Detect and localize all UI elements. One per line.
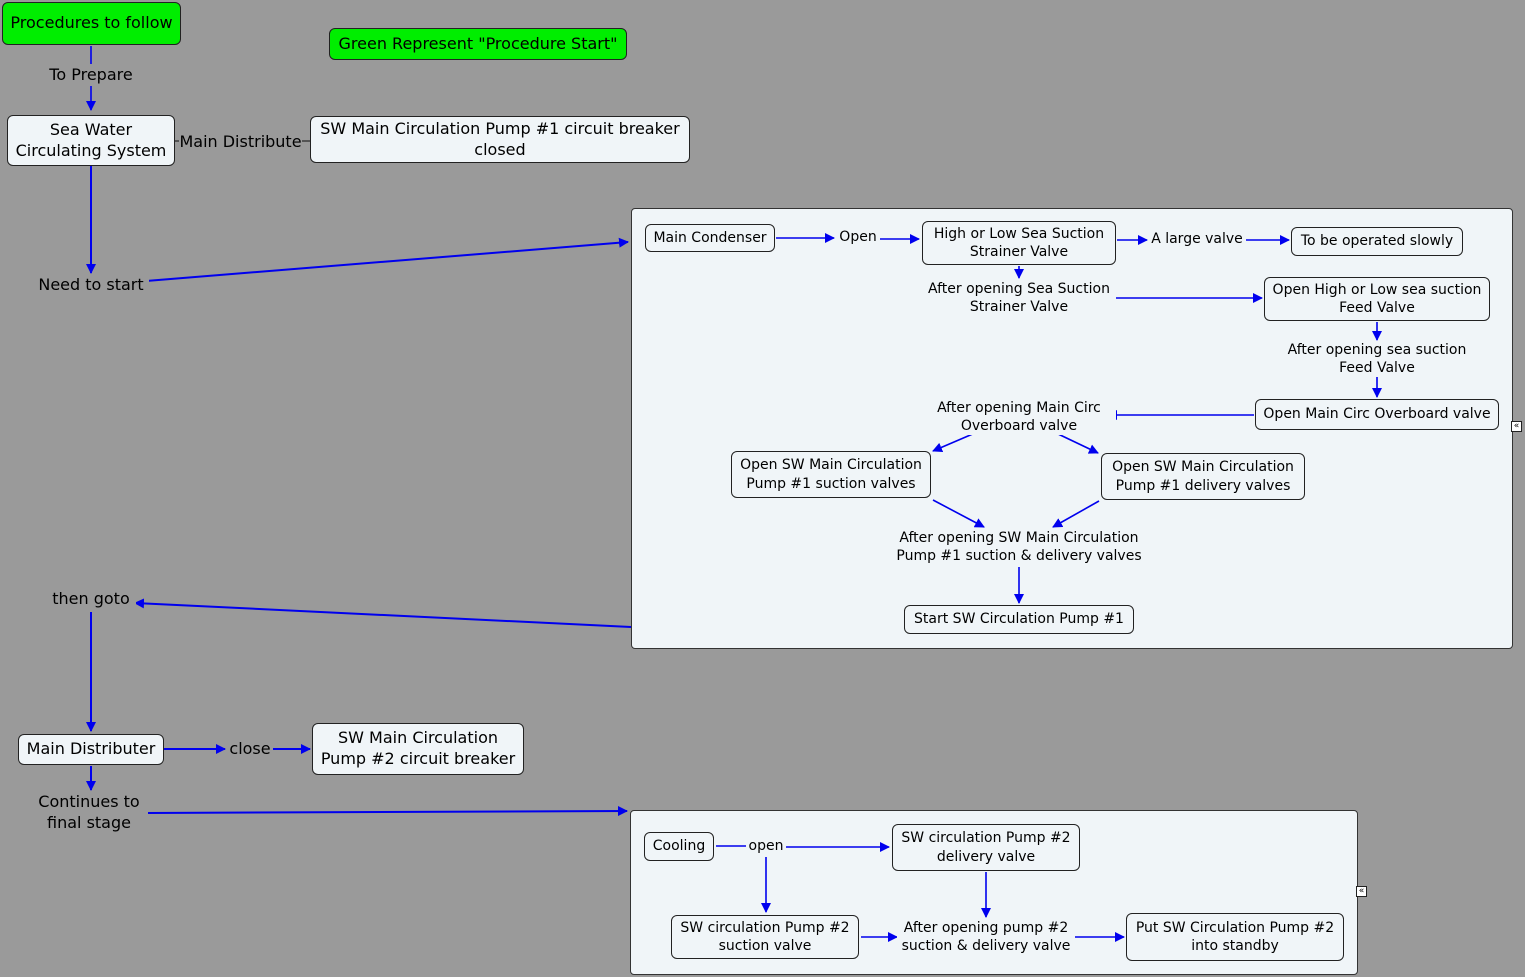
link-label-after-suction-delivery: After opening SW Main Circulation Pump #…	[889, 529, 1149, 565]
sea-water-node[interactable]: Sea Water Circulating System	[7, 115, 175, 166]
link-label-continues: Continues to final stage	[30, 792, 148, 834]
strainer-valve-node[interactable]: High or Low Sea Suction Strainer Valve	[922, 221, 1116, 265]
link-panel1-goto	[134, 598, 632, 628]
link-label-large-valve: A large valve	[1148, 230, 1246, 248]
link-label-then-goto: then goto	[46, 588, 136, 610]
main-condenser-node[interactable]: Main Condenser	[645, 224, 775, 252]
legend-node[interactable]: Green Represent "Procedure Start"	[329, 28, 627, 60]
collapse-left-icon[interactable]: «	[1511, 421, 1522, 432]
link-continues-panel2	[146, 806, 628, 817]
collapse-left-icon[interactable]: «	[1356, 886, 1367, 897]
link-label-after-overboard: After opening Main Circ Overboard valve	[922, 399, 1116, 435]
link-label-close: close	[227, 738, 273, 760]
link-label-main-distribute: Main Distribute	[179, 131, 302, 153]
link-label-after-feed: After opening sea suction Feed Valve	[1280, 341, 1474, 377]
link-label-open: Open	[836, 228, 880, 246]
pump2-breaker-node[interactable]: SW Main Circulation Pump #2 circuit brea…	[312, 723, 524, 775]
link-label-to-prepare: To Prepare	[40, 64, 142, 86]
cooling-node[interactable]: Cooling	[644, 832, 714, 861]
link-label-open-lower: open	[746, 837, 786, 855]
pump2-suction-node[interactable]: SW circulation Pump #2 suction valve	[671, 915, 859, 959]
link-label-after-pump2: After opening pump #2 suction & delivery…	[897, 919, 1075, 955]
standby-node[interactable]: Put SW Circulation Pump #2 into standby	[1126, 913, 1344, 961]
link-label-after-strainer: After opening Sea Suction Strainer Valve	[922, 280, 1116, 316]
procedures-node[interactable]: Procedures to follow	[2, 2, 181, 45]
open-feed-valve-node[interactable]: Open High or Low sea suction Feed Valve	[1264, 277, 1490, 321]
open-overboard-node[interactable]: Open Main Circ Overboard valve	[1255, 399, 1499, 430]
open-delivery-node[interactable]: Open SW Main Circulation Pump #1 deliver…	[1101, 453, 1305, 500]
operated-slowly-node[interactable]: To be operated slowly	[1291, 227, 1463, 256]
link-need-panel1	[145, 237, 629, 282]
main-distributer-node[interactable]: Main Distributer	[18, 734, 164, 765]
open-suction-node[interactable]: Open SW Main Circulation Pump #1 suction…	[731, 451, 931, 498]
pump1-breaker-node[interactable]: SW Main Circulation Pump #1 circuit brea…	[310, 116, 690, 163]
link-label-need-to-start: Need to start	[33, 274, 149, 296]
start-pump1-node[interactable]: Start SW Circulation Pump #1	[904, 605, 1134, 634]
pump2-delivery-node[interactable]: SW circulation Pump #2 delivery valve	[892, 824, 1080, 871]
